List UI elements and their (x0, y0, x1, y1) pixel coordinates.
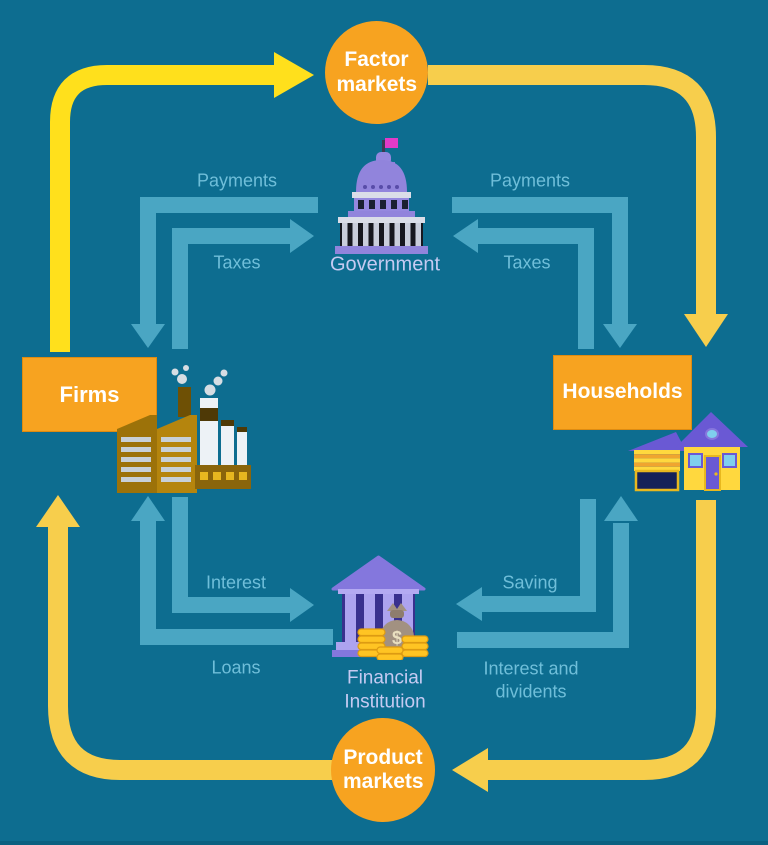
saving-label: Saving (502, 572, 558, 593)
outer-arrow-firms-to-factor-markets (50, 52, 314, 352)
payments-left-label: Payments (196, 170, 278, 191)
flow-arrow-interest (172, 497, 314, 622)
firms-label: Firms (59, 381, 120, 407)
capitol-body (335, 192, 428, 254)
factor-markets-label: Factor markets (336, 48, 418, 96)
flow-arrow-saving (456, 499, 596, 621)
house-icon (628, 412, 748, 492)
financial-institution-label: Financial Institution (344, 667, 426, 712)
node-firms: Firms (22, 357, 157, 432)
flow-arrow-payments-right (452, 197, 637, 348)
factory-smokestacks (195, 398, 251, 489)
factory-chimney (178, 387, 191, 417)
taxes-left-label: Taxes (213, 252, 261, 273)
house-garage (628, 432, 686, 492)
flow-arrow-taxes-left (172, 219, 314, 349)
payments-right-label: Payments (489, 170, 571, 191)
smoke-icon (171, 365, 228, 396)
product-markets-label: Product markets (343, 745, 424, 793)
flag-icon (382, 138, 398, 157)
flow-arrow-taxes-right (453, 219, 594, 349)
loans-label: Loans (211, 657, 261, 678)
outer-arrow-product-markets-to-firms (36, 495, 333, 780)
bank-icon: $ (331, 555, 429, 660)
outer-arrow-factor-markets-to-households (428, 65, 728, 347)
interest-and-dividends-label: Interest and dividents (483, 658, 579, 702)
factory-buildings (117, 415, 197, 493)
svg-text:$: $ (392, 628, 402, 648)
bottom-edge-strip (0, 841, 768, 845)
node-product-markets: Product markets (331, 718, 435, 822)
node-factor-markets: Factor markets (325, 21, 428, 124)
outer-arrow-households-to-product-markets (452, 500, 716, 792)
coins-icon (357, 628, 429, 660)
capitol-dome (356, 152, 407, 192)
factory-icon (117, 365, 251, 493)
interest-label: Interest (205, 572, 267, 593)
house-main (676, 412, 748, 491)
taxes-right-label: Taxes (503, 252, 551, 273)
node-households: Households (553, 355, 692, 430)
households-label: Households (562, 380, 683, 404)
government-label: Government (329, 253, 441, 276)
flow-arrow-interest-and-dividends (457, 496, 638, 648)
flow-arrow-loans (131, 496, 333, 645)
government-building-icon (335, 138, 428, 254)
flow-arrow-payments-left (131, 197, 318, 348)
